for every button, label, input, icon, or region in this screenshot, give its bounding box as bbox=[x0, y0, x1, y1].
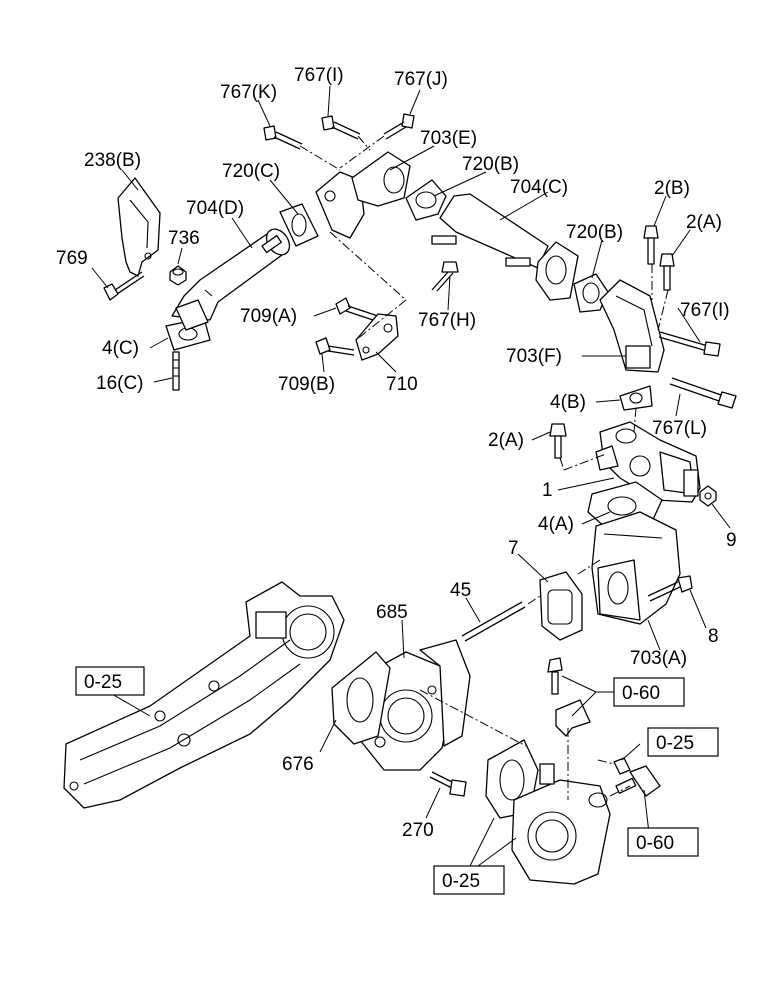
part-709a-bolt bbox=[335, 297, 379, 322]
label-238b: 238(B) bbox=[84, 150, 141, 171]
label-2b: 2(B) bbox=[654, 178, 690, 199]
ref-0-25-right-text: 0-25 bbox=[656, 733, 694, 754]
part-45-stud bbox=[461, 601, 526, 642]
label-2a-mid: 2(A) bbox=[488, 430, 524, 451]
part-767k-bolt bbox=[263, 125, 303, 150]
label-45: 45 bbox=[450, 580, 471, 601]
label-767i-mid: 767(I) bbox=[680, 300, 730, 321]
ref-0-25-left-text: 0-25 bbox=[84, 672, 122, 693]
part-2b-bolt bbox=[643, 225, 659, 265]
part-plug bbox=[613, 757, 631, 775]
label-769: 769 bbox=[56, 248, 88, 269]
label-720c: 720(C) bbox=[222, 161, 280, 182]
part-lower-intake-housing bbox=[511, 763, 611, 885]
part-sensor-bracket bbox=[547, 657, 591, 737]
part-9-nut bbox=[699, 485, 717, 507]
label-767k: 767(K) bbox=[220, 82, 277, 103]
alignment-lines bbox=[299, 135, 669, 800]
part-703a-adaptor bbox=[591, 511, 681, 625]
label-709b: 709(B) bbox=[278, 374, 335, 395]
label-8: 8 bbox=[708, 626, 719, 647]
label-4c: 4(C) bbox=[102, 338, 139, 359]
part-238b-heat-shield bbox=[117, 177, 161, 277]
label-1: 1 bbox=[542, 480, 553, 501]
label-704c: 704(C) bbox=[510, 177, 568, 198]
part-16c-stud bbox=[172, 351, 180, 391]
reference-boxes: 0-25 0-60 0-25 0-60 0-25 bbox=[75, 666, 719, 895]
label-16c: 16(C) bbox=[96, 373, 144, 394]
label-7: 7 bbox=[508, 538, 519, 559]
label-9: 9 bbox=[726, 530, 737, 551]
label-767j: 767(J) bbox=[394, 69, 448, 90]
part-710-bracket bbox=[355, 313, 399, 361]
part-1-egr-valve bbox=[595, 421, 701, 503]
part-703e-adaptor bbox=[315, 151, 411, 239]
part-767i-bolt-top bbox=[321, 115, 361, 140]
part-2a-bolt-top bbox=[659, 253, 675, 291]
ref-box-0-25-left[interactable]: 0-25 bbox=[75, 666, 145, 696]
label-4b: 4(B) bbox=[550, 392, 586, 413]
part-704c-egr-pipe bbox=[431, 193, 579, 301]
part-8-bolt bbox=[647, 575, 693, 602]
label-703e: 703(E) bbox=[420, 128, 477, 149]
label-2a-top: 2(A) bbox=[686, 212, 722, 233]
part-704d-egr-pipe bbox=[171, 228, 291, 331]
label-703a: 703(A) bbox=[630, 648, 687, 669]
part-2a-bolt-mid bbox=[549, 423, 567, 459]
label-270: 270 bbox=[402, 820, 434, 841]
part-sensor bbox=[615, 765, 661, 797]
label-736: 736 bbox=[168, 228, 200, 249]
ref-0-60-b-text: 0-60 bbox=[636, 833, 674, 854]
part-270-bolt bbox=[429, 771, 467, 797]
ref-box-0-25-right[interactable]: 0-25 bbox=[647, 727, 719, 757]
label-704d: 704(D) bbox=[186, 198, 244, 219]
ref-box-0-25-bottom[interactable]: 0-25 bbox=[433, 865, 505, 895]
label-676: 676 bbox=[282, 754, 314, 775]
part-736-nut bbox=[169, 265, 187, 286]
part-767h-bolt bbox=[431, 261, 459, 292]
part-767j-bolt bbox=[383, 113, 415, 140]
label-4a: 4(A) bbox=[538, 514, 574, 535]
label-709a: 709(A) bbox=[240, 306, 297, 327]
ref-0-60-a-text: 0-60 bbox=[622, 683, 660, 704]
label-767l: 767(L) bbox=[652, 418, 707, 439]
ref-box-0-60-a[interactable]: 0-60 bbox=[613, 677, 685, 707]
part-intake-manifold bbox=[63, 581, 345, 809]
ref-0-25-bottom-text: 0-25 bbox=[442, 871, 480, 892]
part-720b-gasket-top bbox=[405, 179, 447, 221]
part-4b-gasket bbox=[619, 385, 653, 411]
part-709b-bolt bbox=[315, 337, 355, 356]
label-720b-mid: 720(B) bbox=[566, 222, 623, 243]
label-720b-top: 720(B) bbox=[462, 154, 519, 175]
label-703f: 703(F) bbox=[506, 346, 562, 367]
part-767i-bolt-mid bbox=[658, 331, 721, 357]
part-7-gasket bbox=[539, 571, 583, 641]
part-767l-bolt bbox=[669, 377, 737, 409]
part-703f-elbow bbox=[599, 279, 665, 373]
label-685: 685 bbox=[376, 602, 408, 623]
part-labels: 767(K) 767(I) 767(J) 703(E) 720(B) 238(B… bbox=[56, 65, 737, 841]
label-710: 710 bbox=[386, 374, 418, 395]
label-767h: 767(H) bbox=[418, 310, 476, 331]
label-767i-top: 767(I) bbox=[294, 65, 344, 86]
part-720c-gasket bbox=[279, 203, 319, 247]
ref-box-0-60-b[interactable]: 0-60 bbox=[627, 827, 699, 857]
